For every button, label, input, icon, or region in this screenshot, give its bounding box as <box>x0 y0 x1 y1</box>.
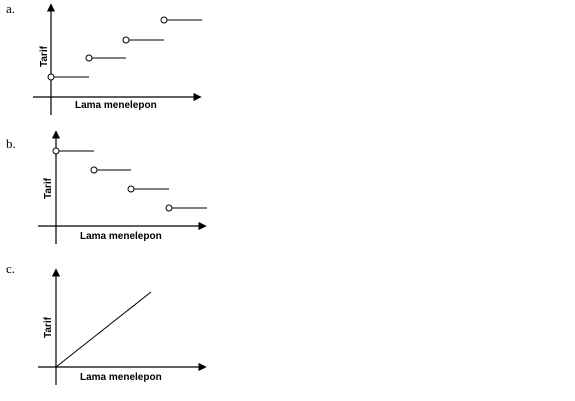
option-letter-c: c. <box>6 261 15 276</box>
panel-c: c. Lama menelepon Tarif <box>6 261 207 385</box>
open-point <box>122 36 130 44</box>
linear-line <box>55 291 152 368</box>
open-points <box>47 16 168 81</box>
open-point <box>160 16 168 24</box>
option-letter-b: b. <box>6 136 16 151</box>
x-axis-label: Lama menelepon <box>80 231 162 242</box>
step-segments <box>56 150 207 209</box>
y-axis-label: Tarif <box>43 316 54 338</box>
open-point <box>90 166 98 174</box>
x-axis-label: Lama menelepon <box>75 100 157 111</box>
open-point <box>47 73 55 81</box>
y-axis-label: Tarif <box>39 45 50 67</box>
x-axis-label: Lama menelepon <box>80 372 162 383</box>
y-axis-label: Tarif <box>43 177 54 199</box>
open-points <box>52 147 173 212</box>
panel-b: b. Lama menelepon Tarif <box>6 130 207 244</box>
step-segments <box>51 19 202 78</box>
panel-a: a. Lama menelepon Tarif <box>6 1 202 115</box>
open-point <box>127 185 135 193</box>
option-letter-a: a. <box>6 1 15 16</box>
open-point <box>165 204 173 212</box>
open-point <box>85 54 93 62</box>
open-point <box>52 147 60 155</box>
